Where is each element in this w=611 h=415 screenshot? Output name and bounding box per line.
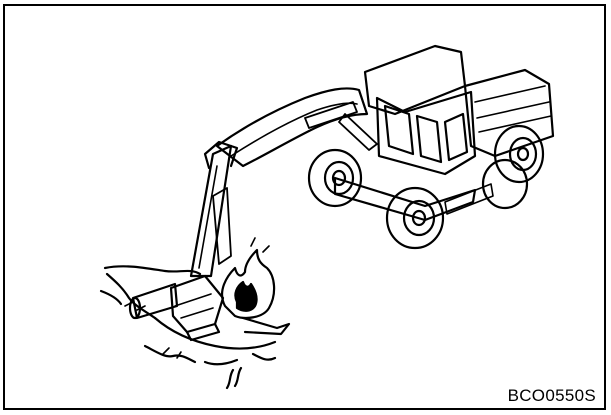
figure-frame: BCO0550S (3, 4, 606, 410)
wheel-rear-left (385, 186, 445, 250)
wheel-rear-right (481, 158, 529, 210)
excavator-illustration (99, 44, 555, 390)
wheel-front-left (307, 148, 363, 208)
excavator-icon (169, 44, 555, 342)
fire-icon (220, 237, 276, 319)
figure-code: BCO0550S (507, 386, 596, 405)
ground-terrain (99, 265, 277, 390)
